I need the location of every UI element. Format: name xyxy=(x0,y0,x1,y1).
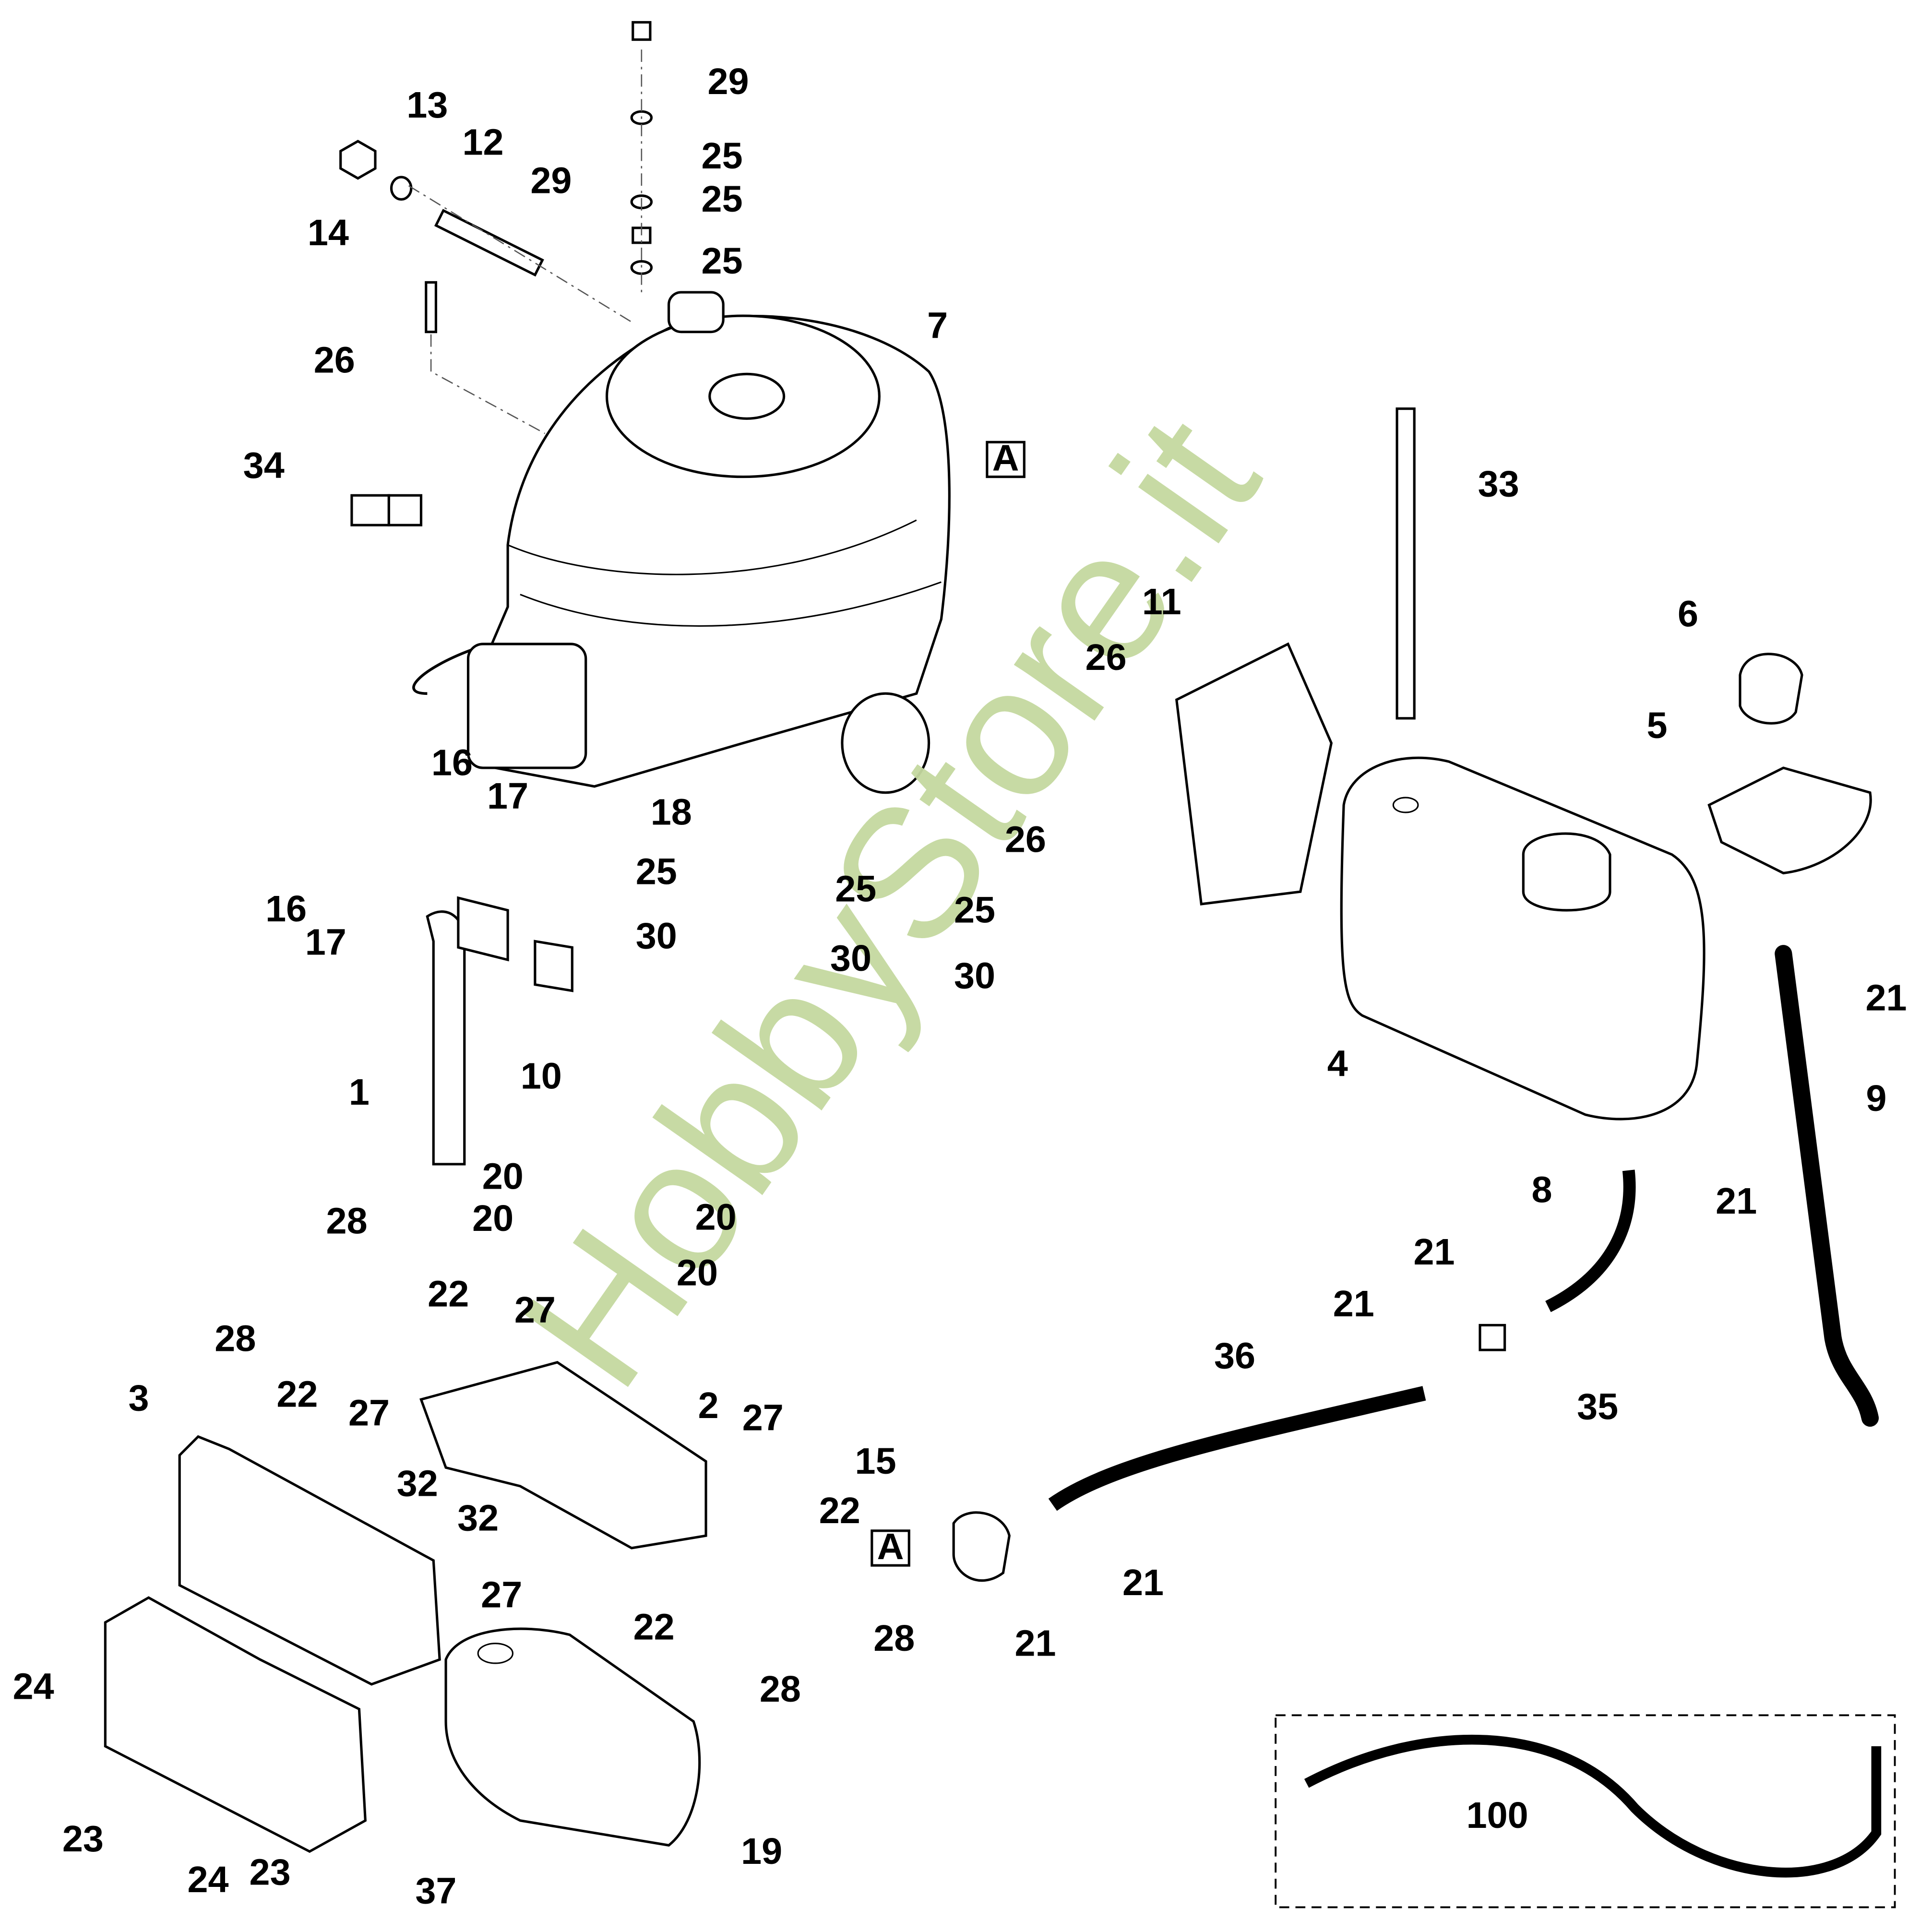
callout: 26 xyxy=(314,340,355,381)
callout: 2 xyxy=(698,1385,719,1426)
callout: 21 xyxy=(1122,1562,1164,1603)
hoses xyxy=(426,896,1879,1582)
callout: 29 xyxy=(707,61,749,102)
callout: 25 xyxy=(702,240,743,282)
callout: 28 xyxy=(215,1318,256,1359)
callout: 17 xyxy=(305,922,346,963)
callout: 7 xyxy=(927,305,948,346)
engine-part-7 xyxy=(412,291,951,794)
callout: 21 xyxy=(1413,1231,1455,1273)
callout: 5 xyxy=(1647,705,1668,746)
callout: 16 xyxy=(431,742,473,783)
callout: 26 xyxy=(1085,637,1127,678)
callout: 27 xyxy=(481,1574,522,1616)
callout: 26 xyxy=(1005,819,1046,860)
callout-labels: 29 13 12 25 29 25 14 25 7 26 34 33 6 11 … xyxy=(13,61,1907,1912)
callout: 3 xyxy=(129,1377,149,1419)
callout: 21 xyxy=(1333,1283,1374,1324)
callout: 28 xyxy=(326,1200,368,1241)
callout: 13 xyxy=(406,84,448,126)
reference-marker-a-top: A xyxy=(986,437,1026,478)
callout: 28 xyxy=(760,1669,801,1710)
callout: 14 xyxy=(308,212,349,253)
callout: 16 xyxy=(265,888,307,930)
callout: 27 xyxy=(742,1397,784,1439)
callout: 4 xyxy=(1327,1043,1348,1084)
callout: 22 xyxy=(428,1274,469,1315)
callout: 22 xyxy=(276,1374,318,1415)
callout: 19 xyxy=(741,1831,782,1872)
callout: 28 xyxy=(873,1618,915,1659)
callout: 30 xyxy=(954,955,995,996)
callout: 23 xyxy=(250,1852,291,1893)
callout: 20 xyxy=(695,1197,737,1238)
marker-label: A xyxy=(877,1526,904,1567)
callout: 25 xyxy=(835,869,876,910)
callout: 35 xyxy=(1577,1386,1618,1427)
callout: 25 xyxy=(702,179,743,220)
callout: 25 xyxy=(702,135,743,177)
callout: 100 xyxy=(1467,1795,1528,1836)
callout: 34 xyxy=(243,445,285,486)
marker-label: A xyxy=(992,437,1019,478)
callout: 32 xyxy=(457,1498,499,1539)
callout: 1 xyxy=(349,1072,370,1113)
callout: 23 xyxy=(62,1818,104,1860)
callout: 20 xyxy=(482,1156,524,1197)
callout: 24 xyxy=(188,1859,229,1900)
callout: 36 xyxy=(1214,1336,1255,1377)
callout: 30 xyxy=(636,916,677,957)
callout: 33 xyxy=(1478,464,1519,505)
callout: 20 xyxy=(472,1198,513,1239)
callout: 11 xyxy=(1142,581,1181,622)
callout: 21 xyxy=(1716,1181,1757,1222)
callout: 6 xyxy=(1678,594,1698,635)
kit-box-100 xyxy=(1275,1714,1896,1908)
small-hardware xyxy=(339,21,653,526)
callout: 22 xyxy=(633,1607,675,1648)
callout: 17 xyxy=(487,775,528,817)
callout: 25 xyxy=(954,889,995,930)
callout: 15 xyxy=(855,1441,896,1482)
callout: 20 xyxy=(677,1252,718,1294)
callout: 10 xyxy=(521,1055,562,1097)
callout: 8 xyxy=(1532,1169,1552,1211)
callout: 12 xyxy=(462,121,503,163)
callout: 27 xyxy=(348,1392,390,1433)
callout: 27 xyxy=(514,1289,556,1331)
callout: 24 xyxy=(13,1666,54,1707)
lower-parts xyxy=(104,1361,707,1853)
callout: 22 xyxy=(819,1490,860,1531)
callout: 18 xyxy=(651,792,692,833)
callout: 21 xyxy=(1865,978,1907,1019)
callout: 25 xyxy=(636,851,677,892)
callout: 32 xyxy=(397,1463,438,1504)
callout: 21 xyxy=(1014,1622,1056,1664)
callout: 9 xyxy=(1866,1078,1886,1119)
fuel-tank-part-4 xyxy=(1175,407,1872,1121)
callout: 29 xyxy=(530,160,572,201)
callout: 30 xyxy=(830,938,871,979)
callout: 37 xyxy=(415,1870,456,1911)
reference-marker-a-bottom: A xyxy=(871,1526,910,1567)
